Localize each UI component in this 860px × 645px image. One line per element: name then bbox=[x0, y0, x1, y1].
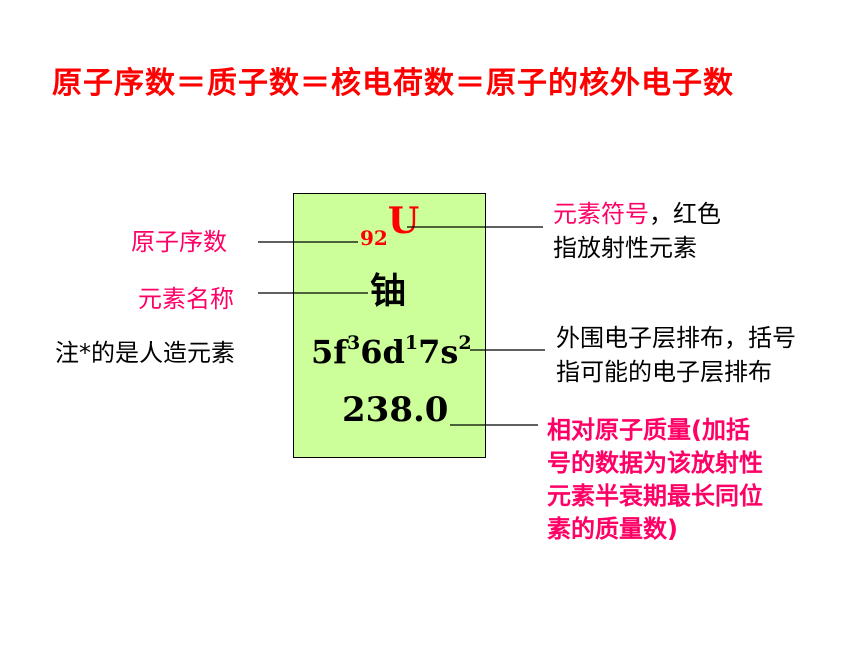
atomic-mass: 238.0 bbox=[342, 390, 449, 430]
label-note: 注*的是人造元素 bbox=[55, 339, 235, 367]
label-symbol-line1-wrap: 元素符号，红色 bbox=[553, 194, 721, 229]
config-sup-3: 2 bbox=[458, 332, 472, 354]
electron-configuration: 5f36d17s2 bbox=[311, 332, 472, 371]
element-symbol: U bbox=[387, 200, 420, 242]
label-symbol-line1-suffix: ，红色 bbox=[649, 200, 721, 228]
config-sup-1: 3 bbox=[347, 332, 361, 354]
label-mass-line3: 元素半衰期最长同位 bbox=[547, 482, 763, 510]
label-element-name: 元素名称 bbox=[138, 285, 234, 313]
label-symbol-line1: 元素符号 bbox=[553, 200, 649, 228]
config-part-2: 6d bbox=[360, 333, 405, 371]
label-mass-line4: 素的质量数) bbox=[547, 515, 678, 543]
config-sup-2: 1 bbox=[404, 332, 419, 354]
config-part-1: 5f bbox=[311, 333, 348, 371]
label-mass-line1: 相对原子质量(加括 bbox=[547, 416, 750, 444]
label-mass-line2: 号的数据为该放射性 bbox=[547, 449, 763, 477]
label-config-line2: 指可能的电子层排布 bbox=[556, 358, 772, 386]
config-part-3: 7s bbox=[418, 333, 459, 371]
label-config-line1: 外围电子层排布，括号 bbox=[556, 324, 796, 352]
label-symbol-line2: 指放射性元素 bbox=[553, 234, 697, 262]
label-atomic-number: 原子序数 bbox=[131, 228, 227, 256]
element-name: 铀 bbox=[370, 271, 407, 312]
element-symbol-group: 92U bbox=[360, 200, 419, 250]
element-card bbox=[293, 193, 486, 458]
atomic-number: 92 bbox=[360, 226, 388, 250]
page-title: 原子序数＝质子数＝核电荷数＝原子的核外电子数 bbox=[52, 66, 734, 101]
